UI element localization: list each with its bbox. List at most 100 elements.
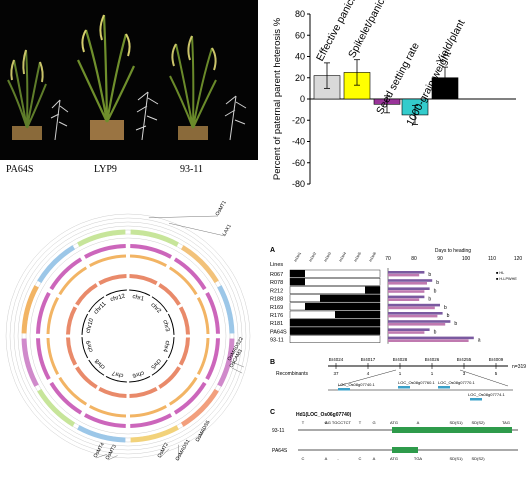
heading-bar: [388, 290, 425, 293]
heading-bar: [388, 331, 425, 334]
x-tick-label: 110: [488, 256, 496, 262]
top-variant-label: A: [417, 420, 420, 425]
top-variant-label: G: [372, 420, 375, 425]
circos-plot-svg: chr1chr2chr3chr4chr5chr6chr7chr8chr9chr1…: [5, 200, 251, 462]
circos-track-magenta: [36, 338, 51, 380]
heading-bar: [388, 282, 427, 285]
top-variant-label: ATG: [390, 420, 398, 425]
heading-bar: [388, 323, 446, 326]
cds-block: [392, 427, 512, 433]
chromosome-label: chr12: [110, 293, 127, 303]
gene-callout-line: [177, 444, 179, 462]
gene-label: LAX1: [222, 223, 233, 237]
panel-letter: B: [270, 359, 275, 366]
circos-track-red: [98, 274, 127, 286]
bottom-variant-label: -: [337, 456, 339, 461]
sig-letter: b: [444, 305, 447, 311]
circos-ideogram: [105, 289, 127, 297]
chromosome-label: chr8: [94, 357, 107, 370]
line-label: R169: [270, 305, 283, 311]
line-label: R176: [270, 313, 283, 319]
bottom-variant-label: TGA: [414, 456, 423, 461]
heading-bar: [388, 314, 438, 318]
circos-track-orange: [46, 337, 60, 375]
gene-name: LOC_Os08g07740.1: [338, 382, 375, 387]
circos-track-orange: [129, 404, 167, 418]
circos-ideogram: [88, 359, 105, 376]
y-tick-label: 0: [300, 94, 305, 104]
line-label: R067: [270, 272, 283, 278]
circos-track-magenta: [130, 413, 172, 428]
circos-track-magenta: [205, 338, 220, 380]
line-label: R078: [270, 280, 283, 286]
heading-bar: [388, 312, 443, 315]
circos-grid-ring: [25, 233, 231, 439]
circos-ideogram: [81, 313, 89, 335]
circos-track-red: [75, 283, 98, 306]
circos-track-outer: [77, 229, 126, 247]
marker-header: InDel5: [353, 252, 362, 263]
circos-grid-ring: [5, 213, 251, 459]
circos-track-outer: [180, 245, 219, 284]
recomb-value: 3: [463, 371, 466, 376]
circos-ideogram: [167, 337, 175, 359]
cds-block: [392, 447, 418, 453]
genotype-block: [365, 286, 380, 294]
circos-track-red: [129, 274, 158, 286]
bottom-variant-label: A: [373, 456, 376, 461]
sig-letter: b: [428, 297, 431, 303]
photo-label-lyp9: LYP9: [94, 164, 117, 175]
marker-label: Br4017: [361, 357, 376, 362]
circos-grid-ring: [13, 221, 243, 451]
zoom-lines: [337, 369, 509, 387]
gene-name: LOC_Os08g07760.1: [398, 380, 435, 385]
circos-track-red: [158, 283, 181, 306]
circos-grid-ring: [21, 229, 235, 443]
x-tick-label: 80: [411, 256, 417, 262]
gene-callout-line: [229, 360, 244, 368]
circos-track-outer: [37, 245, 76, 284]
circos-track-outer: [130, 229, 179, 247]
heading-bar: [388, 306, 435, 310]
circos-track-orange: [58, 376, 88, 406]
circos-track-magenta: [84, 413, 126, 428]
circos-track-red: [75, 366, 98, 389]
circos-track-red: [178, 337, 190, 366]
genotype-row: [289, 335, 381, 343]
allele-line-label: 93-11: [272, 428, 285, 434]
days-to-heading-label: Days to heading: [435, 248, 471, 254]
sig-letter: a: [478, 338, 481, 344]
gene-callout-line: [148, 215, 219, 219]
chromosome-label: chr4: [161, 340, 170, 353]
recomb-value: 1: [431, 371, 434, 376]
circos-track-outer: [37, 388, 76, 427]
marker-header: InDel3: [323, 252, 332, 263]
bottom-variant-label: A: [325, 456, 328, 461]
circos-ideogram: [167, 313, 175, 335]
circos-track-magenta: [36, 292, 51, 334]
photo-label-9311: 93-11: [180, 164, 203, 175]
sig-letter: b: [436, 280, 439, 286]
allele-line-label: PA64S: [272, 448, 288, 454]
gene-label: OsMT2: [157, 442, 171, 459]
marker-label: Br4026: [425, 357, 440, 362]
circos-track-red: [66, 337, 78, 366]
sig-letter: b: [428, 272, 431, 278]
circos-track-orange: [196, 337, 210, 375]
circos-track-outer: [77, 425, 126, 443]
gene-callout-line: [168, 223, 226, 237]
genotype-block: [290, 270, 305, 278]
gene-model: [438, 386, 450, 389]
line-label: R188: [270, 297, 283, 303]
x-tick-label: 100: [462, 256, 471, 262]
gene-model: [470, 398, 482, 401]
circos-ideogram: [151, 296, 168, 313]
line-label: R212: [270, 288, 283, 294]
x-tick-label: 120: [514, 256, 523, 262]
circos-grid-ring: [9, 217, 247, 455]
